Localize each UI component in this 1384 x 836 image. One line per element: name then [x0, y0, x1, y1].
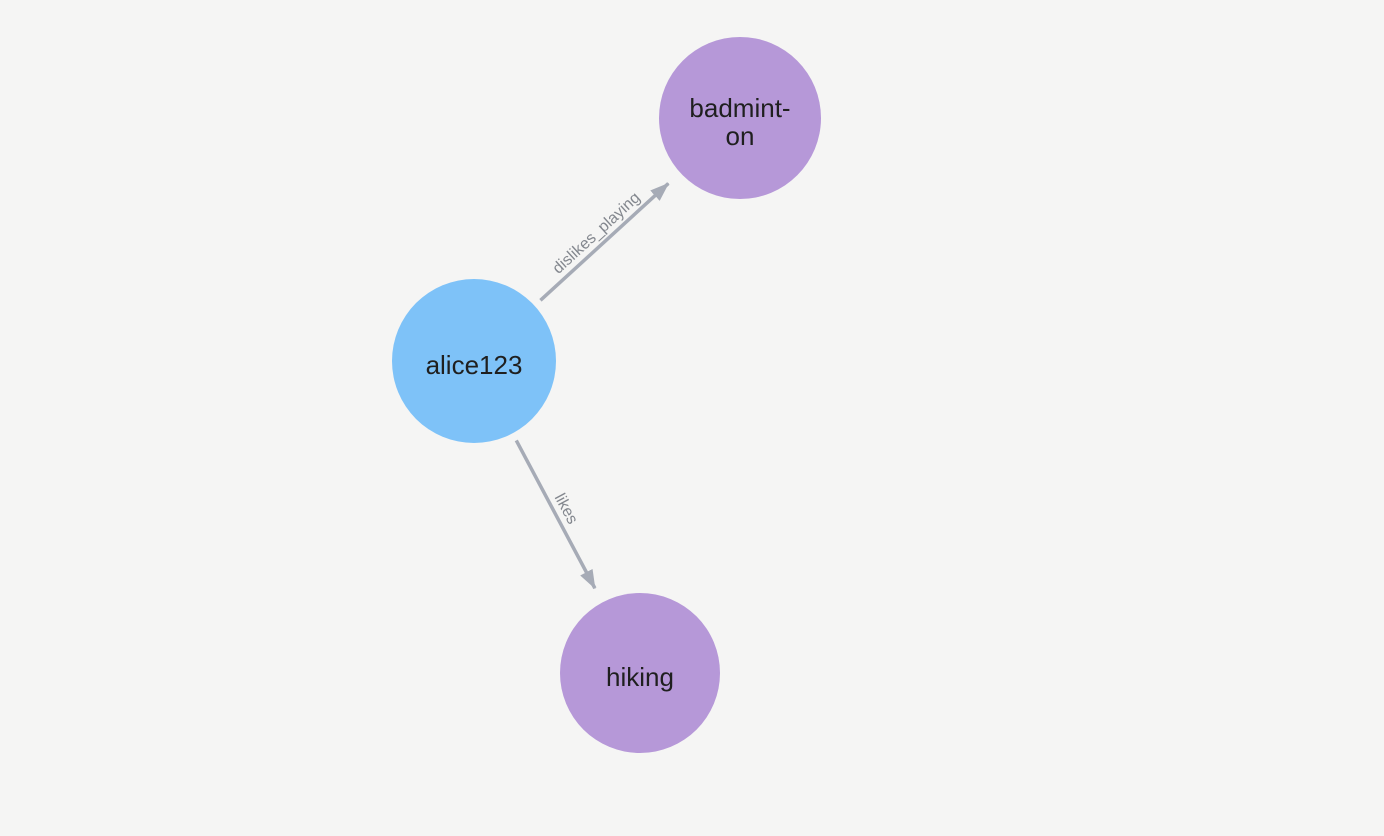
edge-label: dislikes_playing: [550, 189, 644, 277]
edge-line[interactable]: [514, 439, 597, 590]
node-circle[interactable]: [659, 37, 821, 199]
node-circle[interactable]: [560, 593, 720, 753]
graph-edge-dislikes_playing[interactable]: dislikes_playing: [539, 182, 670, 302]
node-circle[interactable]: [392, 279, 556, 443]
edge-label: likes: [551, 491, 581, 527]
graph-node-hiking[interactable]: hiking: [560, 593, 720, 753]
edge-line[interactable]: [539, 182, 670, 302]
graph-edge-likes[interactable]: likes: [514, 439, 597, 590]
graph-node-badminton[interactable]: badmint-on: [659, 37, 821, 199]
graph-node-alice123[interactable]: alice123: [392, 279, 556, 443]
